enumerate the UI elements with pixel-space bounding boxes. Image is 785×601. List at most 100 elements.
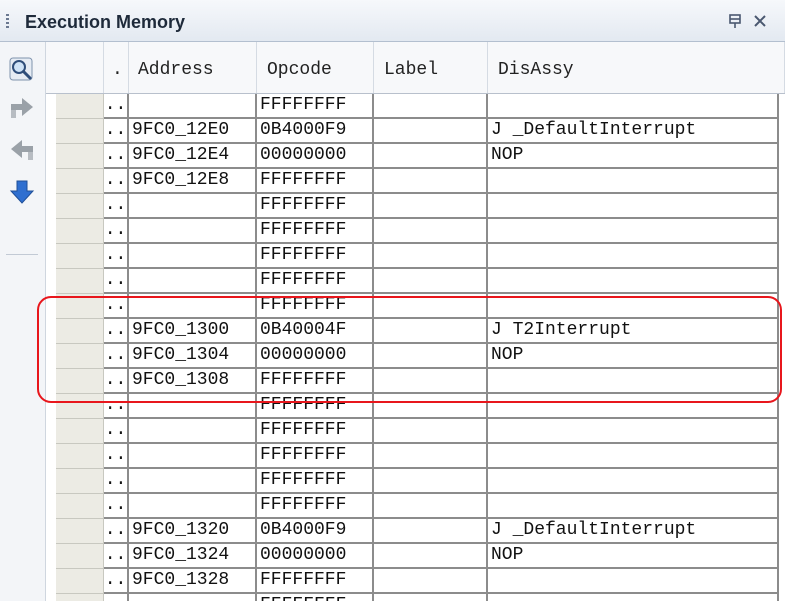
address-cell[interactable] [129,194,257,219]
header-disassy[interactable]: DisAssy [488,42,785,94]
row-dot[interactable]: .. [104,544,129,569]
address-cell[interactable]: 9FC0_12E0 [129,119,257,144]
address-cell[interactable]: 9FC0_12E4 [129,144,257,169]
label-cell[interactable] [374,469,488,494]
table-row[interactable]: ..FFFFFFFF [46,194,785,219]
header-address[interactable]: Address [129,42,257,94]
row-dot[interactable]: .. [104,594,129,601]
label-cell[interactable] [374,94,488,119]
table-row[interactable]: .. FFFFFFFF [46,594,785,601]
label-cell[interactable] [374,194,488,219]
opcode-cell[interactable]: 00000000 [257,544,374,569]
row-dot[interactable]: .. [104,294,129,319]
disassy-cell[interactable] [488,219,779,244]
disassy-cell[interactable] [488,494,779,519]
address-cell[interactable] [129,419,257,444]
disassy-cell[interactable] [488,169,779,194]
opcode-cell[interactable]: 00000000 [257,144,374,169]
close-icon[interactable] [751,12,769,30]
opcode-cell[interactable]: 0B40004F [257,319,374,344]
table-row[interactable]: .. FFFFFFFF [46,444,785,469]
opcode-cell[interactable]: FFFFFFFF [257,219,374,244]
opcode-cell[interactable]: FFFFFFFF [257,494,374,519]
address-cell[interactable]: 9FC0_12E8 [129,169,257,194]
opcode-cell[interactable]: FFFFFFFF [257,369,374,394]
opcode-cell[interactable]: FFFFFFFF [257,594,374,601]
row-dot[interactable]: .. [104,569,129,594]
address-cell[interactable] [129,269,257,294]
opcode-cell[interactable]: FFFFFFFF [257,469,374,494]
address-cell[interactable]: 9FC0_1300 [129,319,257,344]
label-cell[interactable] [374,544,488,569]
table-row[interactable]: ..FFFFFFFF [46,419,785,444]
row-dot[interactable]: .. [104,319,129,344]
row-dot[interactable]: .. [104,94,129,119]
disassy-cell[interactable] [488,269,779,294]
disassy-cell[interactable] [488,369,779,394]
disassy-cell[interactable] [488,394,779,419]
opcode-cell[interactable]: FFFFFFFF [257,444,374,469]
label-cell[interactable] [374,294,488,319]
label-cell[interactable] [374,219,488,244]
address-cell[interactable] [129,219,257,244]
address-cell[interactable]: 9FC0_1308 [129,369,257,394]
label-cell[interactable] [374,519,488,544]
table-row[interactable]: ..FFFFFFFF [46,269,785,294]
label-cell[interactable] [374,369,488,394]
opcode-cell[interactable]: FFFFFFFF [257,169,374,194]
magnifier-icon[interactable] [8,56,36,84]
row-dot[interactable]: .. [104,119,129,144]
opcode-cell[interactable]: FFFFFFFF [257,244,374,269]
table-row[interactable]: .. FFFFFFFF [46,469,785,494]
label-cell[interactable] [374,144,488,169]
row-dot[interactable]: .. [104,169,129,194]
address-cell[interactable] [129,394,257,419]
address-cell[interactable]: 9FC0_1328 [129,569,257,594]
disassy-cell[interactable] [488,469,779,494]
row-dot[interactable]: .. [104,219,129,244]
disassy-cell[interactable] [488,444,779,469]
label-cell[interactable] [374,319,488,344]
label-cell[interactable] [374,569,488,594]
label-cell[interactable] [374,444,488,469]
opcode-cell[interactable]: 00000000 [257,344,374,369]
address-cell[interactable] [129,294,257,319]
address-cell[interactable] [129,444,257,469]
disassy-cell[interactable]: NOP [488,344,779,369]
disassy-cell[interactable] [488,594,779,601]
table-row[interactable]: .. FFFFFFFF [46,294,785,319]
disassy-cell[interactable]: NOP [488,144,779,169]
label-cell[interactable] [374,269,488,294]
opcode-cell[interactable]: FFFFFFFF [257,294,374,319]
row-dot[interactable]: .. [104,144,129,169]
disassy-cell[interactable] [488,244,779,269]
disassy-cell[interactable]: J _DefaultInterrupt [488,519,779,544]
table-row[interactable]: .. FFFFFFFF [46,244,785,269]
label-cell[interactable] [374,419,488,444]
label-cell[interactable] [374,594,488,601]
header-label[interactable]: Label [374,42,488,94]
opcode-cell[interactable]: FFFFFFFF [257,94,374,119]
row-dot[interactable]: .. [104,244,129,269]
header-dot[interactable]: . [104,42,129,94]
disassy-cell[interactable] [488,569,779,594]
grip-icon[interactable] [6,14,9,30]
row-dot[interactable]: .. [104,269,129,294]
disassy-cell[interactable] [488,419,779,444]
pin-icon[interactable] [726,12,744,30]
opcode-cell[interactable]: FFFFFFFF [257,194,374,219]
row-dot[interactable]: .. [104,494,129,519]
row-dot[interactable]: .. [104,469,129,494]
disassy-cell[interactable] [488,94,779,119]
opcode-cell[interactable]: 0B4000F9 [257,519,374,544]
row-dot[interactable]: .. [104,444,129,469]
arrow-right-icon[interactable] [8,94,36,122]
opcode-cell[interactable]: FFFFFFFF [257,394,374,419]
